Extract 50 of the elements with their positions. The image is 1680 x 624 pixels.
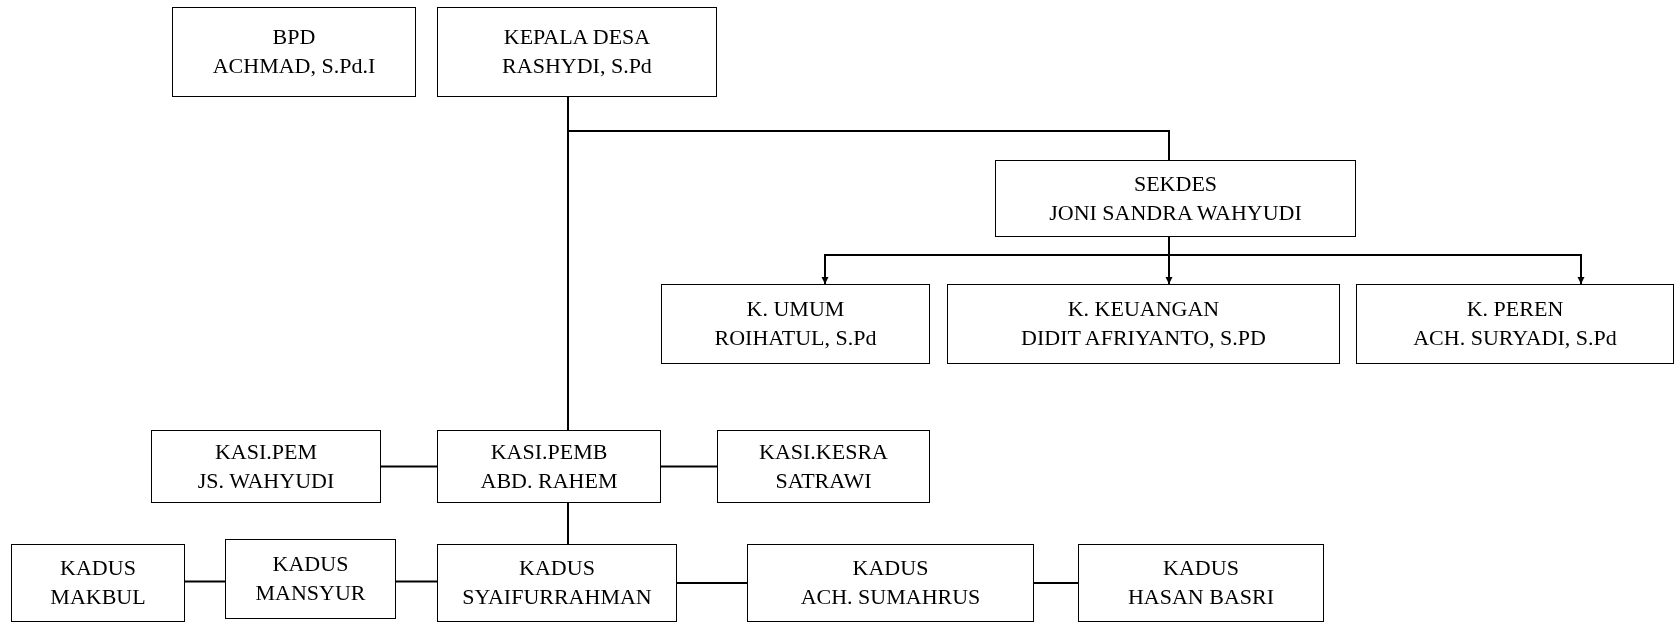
position-box [172, 7, 416, 97]
position-box [717, 430, 930, 503]
person-name: ACH. SURYADI, S.Pd [1413, 324, 1617, 352]
position-box [151, 430, 381, 503]
position-title: K. PEREN [1466, 295, 1564, 324]
person-name: SATRAWI [775, 466, 872, 495]
person-name: DIDIT AFRIYANTO, S.PD [1021, 324, 1266, 352]
position-box [995, 160, 1356, 237]
position-box [747, 544, 1034, 622]
position-title: KADUS [60, 554, 136, 583]
connector-line [380, 465, 438, 468]
person-name: JONI SANDRA WAHYUDI [1049, 198, 1302, 227]
person-name: ABD. RAHEM [480, 466, 618, 495]
connector-line [184, 580, 226, 583]
position-box [225, 539, 396, 619]
connector-line [1033, 582, 1079, 584]
position-box [1356, 284, 1674, 364]
connector-line [676, 582, 748, 584]
position-box [437, 430, 661, 503]
position-title: KASI.PEM [214, 437, 318, 466]
position-title: KADUS [272, 550, 349, 579]
position-box [947, 284, 1340, 364]
position-box [661, 284, 930, 364]
position-box [1078, 544, 1324, 622]
position-title: KADUS [1163, 554, 1239, 583]
person-name: MAKBUL [50, 583, 146, 611]
person-name: MANSYUR [255, 579, 366, 607]
person-name: SYAIFURRAHMAN [462, 583, 652, 611]
person-name: ROIHATUL, S.Pd [714, 324, 877, 352]
person-name: ACH. SUMAHRUS [800, 583, 981, 611]
person-name: ACHMAD, S.Pd.I [212, 52, 376, 80]
connector-line [567, 502, 569, 545]
position-title: SEKDES [1133, 169, 1218, 198]
position-title: K. KEUANGAN [1067, 295, 1220, 324]
person-name: JS. WAHYUDI [197, 466, 335, 495]
person-name: RASHYDI, S.Pd [502, 52, 652, 80]
position-title: K. UMUM [746, 295, 845, 324]
connector-line [567, 96, 569, 431]
position-title: BPD [272, 23, 316, 52]
position-title: KADUS [852, 554, 929, 583]
position-box [437, 544, 677, 622]
position-title: KEPALA DESA [503, 23, 651, 52]
position-box [437, 7, 717, 97]
position-title: KASI.PEMB [490, 437, 608, 466]
position-title: KASI.KESRA [759, 437, 888, 466]
position-box [11, 544, 185, 622]
connector-line [660, 465, 718, 468]
position-title: KADUS [519, 554, 595, 583]
connector-line [395, 580, 438, 583]
person-name: HASAN BASRI [1127, 583, 1275, 611]
